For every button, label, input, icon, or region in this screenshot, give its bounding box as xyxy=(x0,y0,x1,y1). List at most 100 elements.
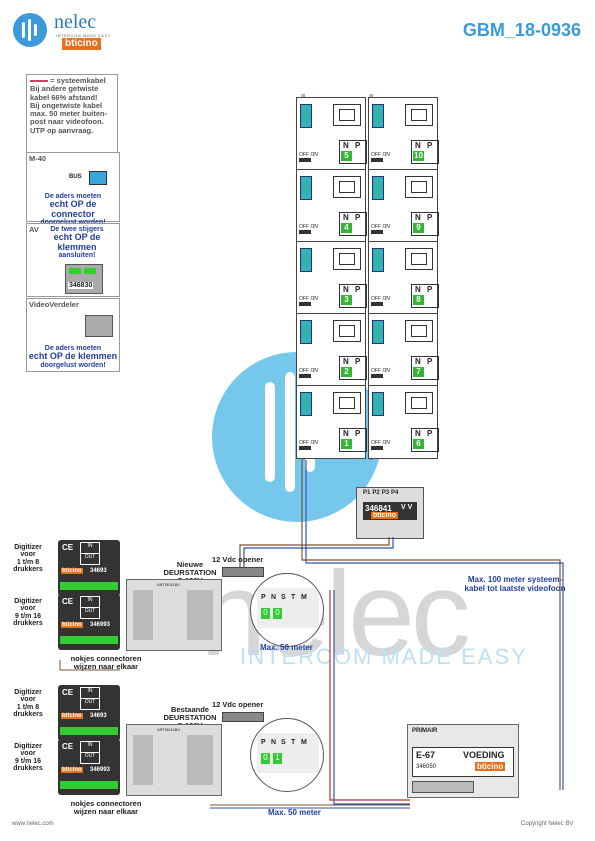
vv-title: VideoVerdeler xyxy=(29,300,79,309)
pin-label: N xyxy=(271,594,277,601)
digitizer-brand: bticino xyxy=(61,622,83,628)
av-part: 346830 xyxy=(68,282,94,289)
termination-switch[interactable] xyxy=(371,158,383,162)
opener-label: 12 Vdc opener xyxy=(212,700,264,709)
psu-part: 346050 xyxy=(416,764,437,770)
n-label: N xyxy=(415,429,421,438)
system-distance-note: Max. 100 meter systeem-kabel tot laatste… xyxy=(464,575,566,593)
footer-url: www.nelec.com xyxy=(12,821,54,827)
footer-copyright: Copyright Nelec BV xyxy=(521,821,574,827)
termination-switch[interactable] xyxy=(371,302,383,306)
termination-switch[interactable] xyxy=(371,230,383,234)
opener-icon xyxy=(222,712,264,722)
watermark-tagline: INTERCOM MADE EASY xyxy=(240,644,528,669)
termination-switch[interactable] xyxy=(299,302,311,306)
m40-bus-label: BUS xyxy=(69,174,82,180)
opener-label: 12 Vdc opener xyxy=(212,555,264,564)
p-label: P xyxy=(355,357,361,366)
pin-label: S xyxy=(281,594,286,601)
termination-switch[interactable] xyxy=(299,230,311,234)
n-label: N xyxy=(343,285,349,294)
p-label: P xyxy=(427,429,433,438)
cable-note-line: UTP op aanvraag. xyxy=(30,125,94,135)
termination-switch[interactable] xyxy=(371,374,383,378)
p-label: P xyxy=(355,141,361,150)
psu-code: E-67 xyxy=(416,750,436,760)
monitor-icon xyxy=(405,104,433,126)
psu-name: VOEDING xyxy=(463,750,505,760)
pin-label: T xyxy=(291,739,296,746)
unit-number: 5 xyxy=(341,151,352,161)
psu-label-panel: E-67 VOEDING 346050 bticino xyxy=(412,747,514,777)
offon-label: OFF ON xyxy=(299,296,318,302)
vv-brand: bticino xyxy=(371,512,398,519)
cable-note-line: Bij andere getwiste xyxy=(30,84,99,94)
termination-switch[interactable] xyxy=(371,446,383,450)
digitizer-brand: bticino xyxy=(61,713,83,719)
offon-label: OFF ON xyxy=(371,152,390,158)
digitizer-out: OUT xyxy=(80,698,100,710)
station-model: ARTI5011BV xyxy=(157,582,180,587)
station-distance: Max. 50 meter xyxy=(268,808,321,817)
unit-number: 1 xyxy=(341,439,352,449)
vv-module-icon xyxy=(85,315,113,337)
monitor-icon xyxy=(405,176,433,198)
digitizer-brand: bticino xyxy=(61,767,83,773)
termination-switch[interactable] xyxy=(299,158,311,162)
av-title: AV xyxy=(29,225,39,234)
digitizer-part: 34693 xyxy=(90,568,107,574)
m40-title: M-40 xyxy=(29,154,47,163)
offon-label: OFF ON xyxy=(299,224,318,230)
digitizer-terminals xyxy=(60,582,118,590)
digitizer-terminals xyxy=(60,727,118,735)
psu-terminals xyxy=(412,781,474,793)
terminal-block-icon xyxy=(372,248,384,272)
unit-number: 2 xyxy=(341,367,352,377)
terminal-block-icon xyxy=(372,392,384,416)
brand-tagline: INTERCOM MADE EASY xyxy=(56,33,111,38)
n-label: N xyxy=(415,141,421,150)
pin-label: N xyxy=(271,739,277,746)
terminal-block-icon xyxy=(300,176,312,200)
p-label: P xyxy=(427,141,433,150)
n-label: N xyxy=(415,285,421,294)
logo-icon xyxy=(12,12,48,48)
offon-label: OFF ON xyxy=(371,368,390,374)
monitor-icon xyxy=(405,392,433,414)
vv-port: P2 xyxy=(372,490,380,496)
door-station: ARTI5011BV xyxy=(126,724,222,796)
monitor-icon xyxy=(333,392,361,414)
p-label: P xyxy=(427,285,433,294)
monitor-icon xyxy=(333,320,361,342)
digitizer-out: OUT xyxy=(80,553,100,565)
unit-number: 8 xyxy=(413,295,424,305)
station-distance: Max. 50 meter xyxy=(260,643,313,652)
monitor-icon xyxy=(405,320,433,342)
termination-switch[interactable] xyxy=(299,374,311,378)
pin-label: S xyxy=(281,739,286,746)
vv-part: 346841 xyxy=(365,504,392,513)
n-label: N xyxy=(343,429,349,438)
terminal-block-icon xyxy=(300,248,312,272)
termination-switch[interactable] xyxy=(299,446,311,450)
